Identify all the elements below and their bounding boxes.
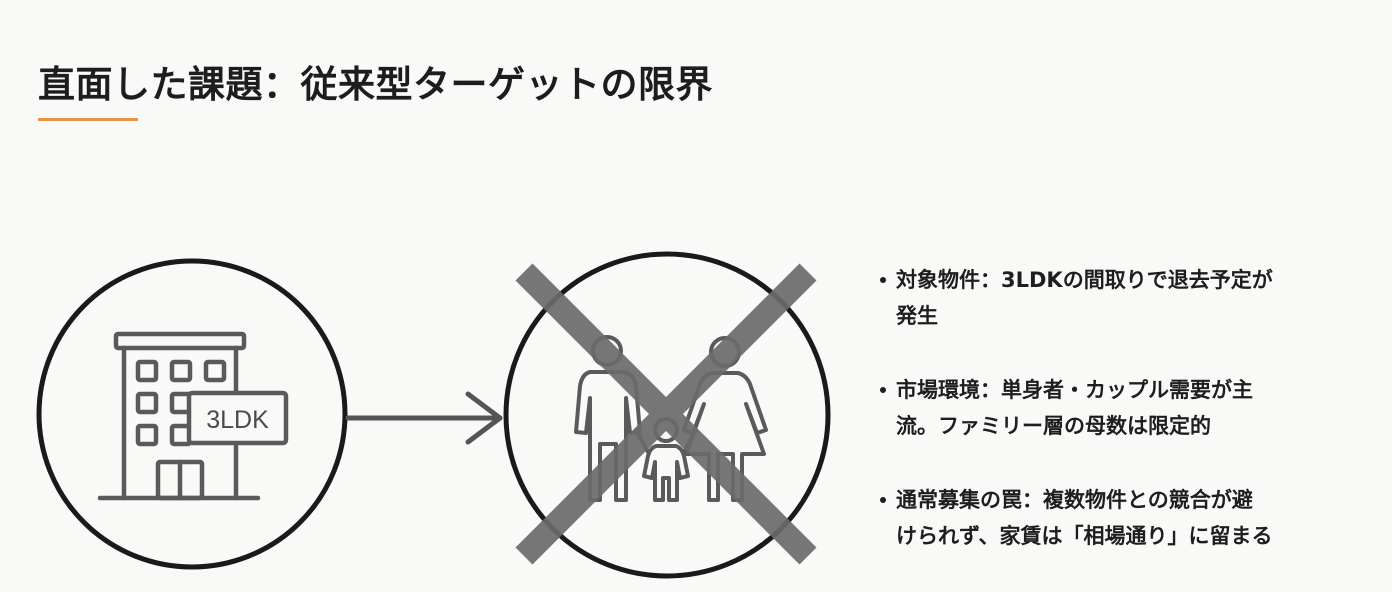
bullet-line: けられず、家賃は「相場通り」に留まる — [896, 524, 1273, 548]
title-accent-line — [38, 118, 138, 121]
list-item: 通常募集の罠：複数物件との競合が避 けられず、家賃は「相場通り」に留まる — [878, 482, 1358, 554]
layout-label-text: 3LDK — [206, 406, 269, 434]
list-item: 対象物件：3LDKの間取りで退去予定が 発生 — [878, 262, 1358, 334]
bullet-line: 対象物件：3LDKの間取りで退去予定が — [896, 268, 1273, 292]
bullet-line: 通常募集の罠：複数物件との競合が避 — [896, 488, 1253, 512]
bullet-line: 市場環境：単身者・カップル需要が主 — [896, 378, 1253, 402]
list-item: 市場環境：単身者・カップル需要が主 流。ファミリー層の母数は限定的 — [878, 372, 1358, 444]
family-circle — [503, 251, 831, 579]
layout-label-box — [186, 390, 289, 446]
bullet-line: 流。ファミリー層の母数は限定的 — [896, 414, 1211, 438]
challenge-list: 対象物件：3LDKの間取りで退去予定が 発生 市場環境：単身者・カップル需要が主… — [878, 262, 1358, 592]
cross-mark-icon — [515, 263, 817, 565]
apartment-building-icon — [97, 331, 261, 501]
page-title: 直面した課題：従来型ターゲットの限界 — [38, 63, 713, 106]
building-circle — [36, 258, 348, 570]
bullet-line: 発生 — [896, 304, 938, 328]
arrow-right-icon — [345, 391, 503, 445]
